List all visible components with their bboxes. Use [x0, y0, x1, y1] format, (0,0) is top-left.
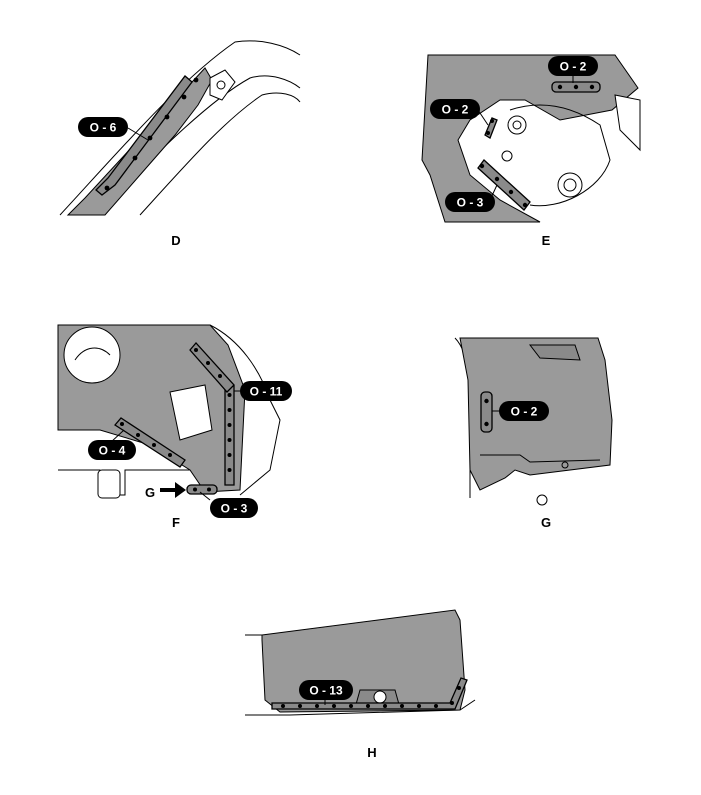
figure-f-weld-strip-upper — [189, 342, 235, 393]
figure-f-label-text-3: O - 3 — [221, 502, 248, 516]
figure-d-caption: D — [171, 233, 180, 248]
figure-f-cutout — [169, 384, 213, 441]
figure-e-inner-contour — [509, 104, 611, 207]
figure-e-hole-2-inner — [563, 178, 577, 192]
figure-g-hole-2 — [536, 494, 548, 506]
figure-g-panel-detail — [528, 344, 581, 361]
figure-f-label-badge-3 — [210, 498, 258, 518]
figure-f-shock-absorber — [97, 469, 121, 499]
figure-f-arch-opening — [63, 326, 121, 384]
figure-f-label-badge-1 — [240, 381, 292, 401]
figure-h-hole — [373, 690, 387, 704]
figure-f-weld-points-lower — [120, 422, 172, 457]
figure-f-view-arrow-icon — [160, 482, 186, 498]
figure-g-caption: G — [541, 515, 551, 530]
figure-f-arch-detail — [74, 347, 111, 361]
figure-g-weld-strip — [480, 391, 493, 433]
figure-f-weld-points-upper — [194, 348, 222, 378]
figure-h-lower-outline — [245, 699, 476, 716]
figure-f-label-text-2: O - 4 — [99, 444, 126, 458]
figure-d-label-text: O - 6 — [90, 121, 117, 135]
figure-e-label-text-3: O - 3 — [457, 196, 484, 210]
figure-g-label-badge — [499, 401, 549, 421]
figure-d-bracket — [209, 69, 236, 101]
figure-d-weld-strip — [95, 75, 193, 196]
figure-f-weld-strip-lower — [114, 417, 186, 468]
figure-h-weld-points — [281, 686, 461, 708]
figure-h-label-badge — [299, 680, 353, 700]
figure-d-weld-points — [104, 77, 199, 191]
figure-f-weld-points-vertical — [227, 393, 232, 472]
figure-e-label-badge-3 — [445, 192, 495, 212]
figure-g-panel-crease — [480, 454, 601, 463]
figure-e-hole-1 — [507, 115, 527, 135]
figure-f-label-text-1: O - 11 — [250, 385, 283, 399]
figure-d-bracket-hole — [216, 80, 226, 90]
figure-f-label-badge-2 — [88, 440, 136, 460]
figure-f-weld-points-bottom — [193, 487, 211, 492]
figure-e-weld-points-side — [486, 119, 494, 135]
figure-d-inner-line-2 — [139, 92, 301, 216]
figure-h-weld-strip — [271, 677, 468, 710]
figure-f-caption: F — [172, 515, 180, 530]
figure-g-hole — [561, 461, 569, 469]
figure-e-label-badge-2 — [430, 99, 480, 119]
figure-f-right-outline — [209, 324, 281, 496]
figure-e-hole-1-inner — [512, 120, 522, 130]
figure-h: O - 13 — [245, 609, 476, 716]
figure-d: O - 6 — [59, 40, 301, 216]
figure-e-label-text-1: O - 2 — [560, 60, 587, 74]
figure-e-bracket — [614, 94, 641, 152]
figure-h-caption: H — [367, 745, 376, 760]
figure-e: O - 2 O - 2 O - 3 — [421, 54, 641, 223]
figure-e-hole-2 — [557, 172, 583, 198]
figure-f-leader-3 — [199, 491, 211, 501]
figure-h-label-text: O - 13 — [309, 684, 343, 698]
figure-d-outline — [59, 40, 301, 216]
figure-f-arrow-label: G — [145, 485, 155, 500]
figure-d-leader-line — [127, 127, 149, 141]
figure-e-weld-strip-diagonal — [477, 159, 531, 211]
figure-e-weld-points-top — [557, 84, 595, 90]
figure-e-leader-2 — [477, 109, 489, 126]
figure-g-label-text: O - 2 — [511, 405, 538, 419]
figure-e-label-text-2: O - 2 — [442, 103, 469, 117]
figure-f-weld-strip-bottom — [186, 484, 218, 495]
figure-g: O - 2 — [454, 337, 613, 506]
figure-e-weld-points-diagonal — [479, 163, 528, 208]
figure-e-label-badge-1 — [548, 56, 598, 76]
figure-d-label-badge — [78, 117, 128, 137]
figure-g-weld-points — [484, 398, 489, 427]
figure-e-hole-3 — [501, 150, 513, 162]
figure-e-caption: E — [542, 233, 551, 248]
figure-f: O - 11 O - 4 O - 3 G — [57, 324, 292, 518]
